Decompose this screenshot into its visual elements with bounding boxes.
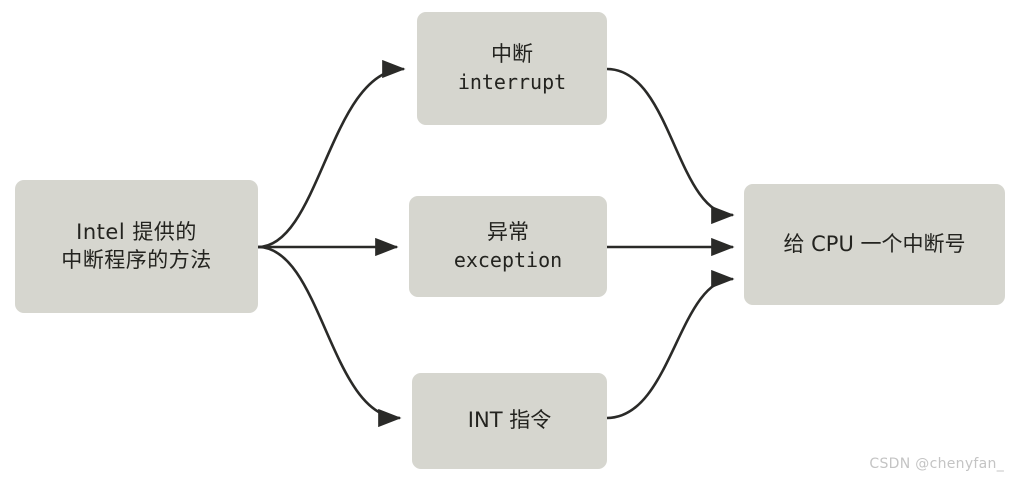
node-int-instruction[interactable]: INT 指令 [412,373,607,469]
node-give-cpu-interrupt-number[interactable]: 给 CPU 一个中断号 [744,184,1005,305]
node-int-line-1: INT 指令 [467,408,552,433]
node-target-line-1: 给 CPU 一个中断号 [783,231,966,256]
edge-interrupt-to-target [606,67,735,225]
node-exception[interactable]: 异常 exception [409,196,607,297]
node-source-line-1: Intel 提供的 [76,219,197,244]
node-interrupt[interactable]: 中断 interrupt [417,12,607,125]
node-exception-line-2: exception [453,248,563,273]
watermark-text: CSDN @chenyfan_ [869,456,1004,472]
node-intel-interrupt-method[interactable]: Intel 提供的 中断程序的方法 [15,180,258,313]
node-interrupt-line-2: interrupt [457,70,567,95]
node-interrupt-line-1: 中断 [491,42,533,67]
edge-int-to-target [606,269,735,420]
node-source-line-2: 中断程序的方法 [61,247,212,272]
node-exception-line-1: 异常 [487,220,529,245]
edge-source-to-interrupt [257,59,406,249]
edge-source-to-int [257,245,402,428]
